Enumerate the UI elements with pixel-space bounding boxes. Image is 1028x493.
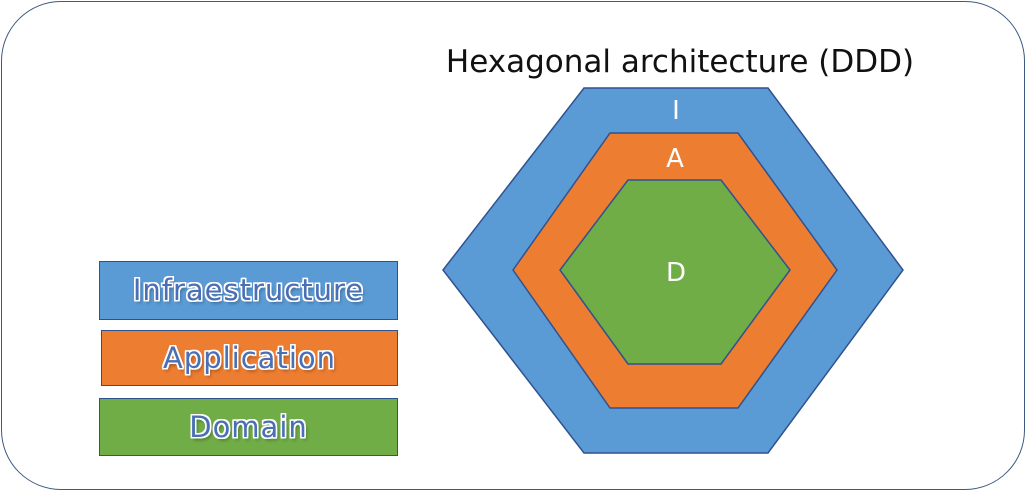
diagram-title: Hexagonal architecture (DDD) (445, 44, 915, 80)
legend-infrastructure: Infraestructure (99, 261, 398, 320)
legend-application: Application (101, 330, 398, 386)
domain-hexagon (559, 179, 791, 365)
domain-hex-label: D (666, 258, 686, 288)
legend-domain-label: Domain (189, 410, 308, 444)
legend-domain: Domain (99, 398, 398, 456)
infrastructure-hex-label: I (672, 96, 680, 126)
legend-application-label: Application (162, 341, 337, 375)
application-hex-label: A (666, 144, 684, 174)
legend-infrastructure-label: Infraestructure (132, 273, 365, 307)
